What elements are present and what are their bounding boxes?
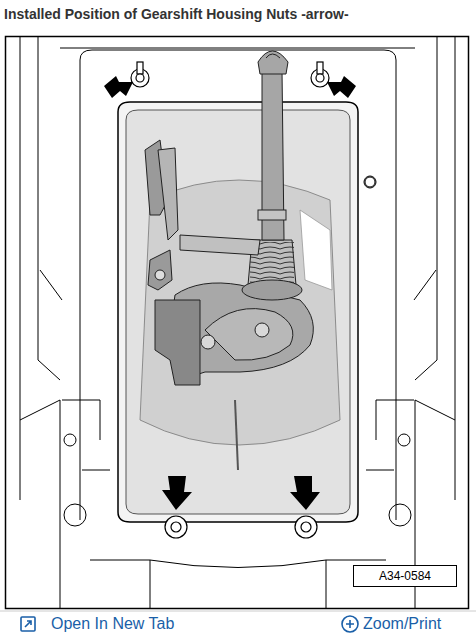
open-tab-icon bbox=[21, 617, 35, 631]
shift-linkage bbox=[145, 140, 260, 385]
toolbar-link: Open In New Tab bbox=[51, 615, 174, 633]
figure-title: Installed Position of Gearshift Housing … bbox=[4, 6, 349, 22]
pointer-arrow bbox=[104, 76, 356, 510]
housing-nut bbox=[131, 62, 329, 538]
console-outline bbox=[20, 36, 455, 608]
housing-inner bbox=[126, 110, 350, 514]
housing-opening bbox=[118, 102, 358, 522]
figure-number-box: A34-0584 bbox=[353, 565, 457, 587]
toolbar-link: Zoom/Print bbox=[363, 615, 441, 633]
figure-number: A34-0584 bbox=[379, 569, 431, 583]
zoom-icon bbox=[342, 616, 358, 632]
figure-frame bbox=[6, 37, 469, 609]
toolbar-rule bbox=[0, 611, 476, 612]
